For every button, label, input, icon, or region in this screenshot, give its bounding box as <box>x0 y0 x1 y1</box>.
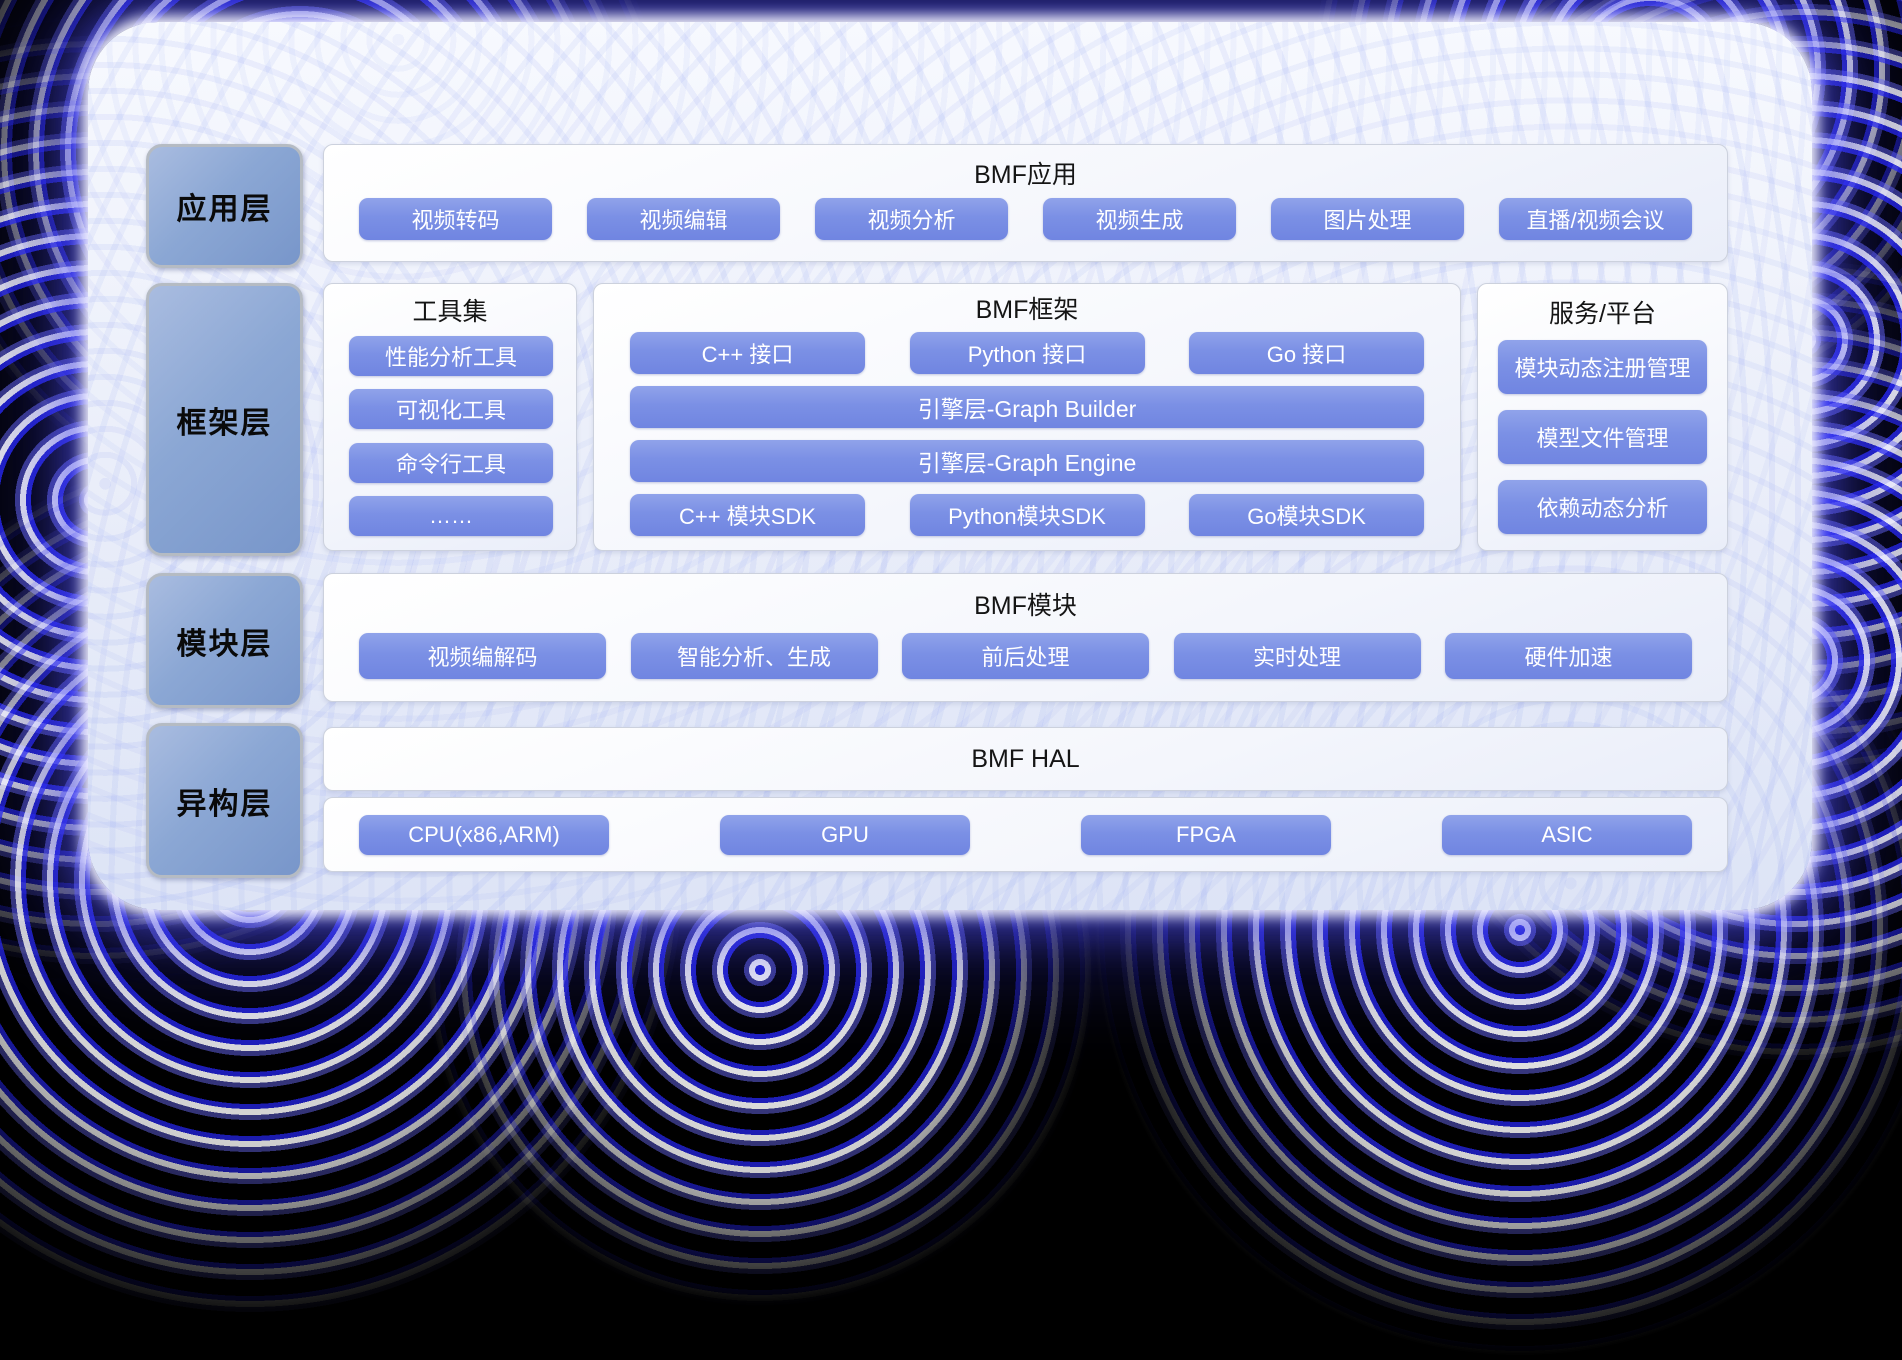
chip-go-module-sdk: Go模块SDK <box>1189 494 1424 536</box>
chip-gpu: GPU <box>720 814 970 855</box>
panel-bmf-modules: BMF模块 视频编解码 智能分析、生成 前后处理 实时处理 硬件加速 <box>323 573 1728 702</box>
panel-title-bmf-applications: BMF应用 <box>974 161 1077 189</box>
chip-fpga: FPGA <box>1081 814 1331 855</box>
panel-hardware: CPU(x86,ARM) GPU FPGA ASIC <box>323 797 1728 872</box>
panel-bmf-framework: BMF框架 C++ 接口 Python 接口 Go 接口 引擎层-Graph B… <box>593 283 1461 551</box>
chip-video-codec: 视频编解码 <box>359 632 606 679</box>
layer-label-module: 模块层 <box>146 573 303 708</box>
services-chip-column: 模块动态注册管理 模型文件管理 依赖动态分析 <box>1498 340 1707 534</box>
layer-label-framework: 框架层 <box>146 283 303 556</box>
chip-model-file-management: 模型文件管理 <box>1498 410 1707 464</box>
toolset-chip-column: 性能分析工具 可视化工具 命令行工具 …… <box>349 336 553 536</box>
sdk-row: C++ 模块SDK Python模块SDK Go模块SDK <box>630 494 1424 536</box>
chip-performance-analysis-tool: 性能分析工具 <box>349 336 553 376</box>
chip-video-edit: 视频编辑 <box>587 198 780 240</box>
panel-bmf-applications: BMF应用 视频转码 视频编辑 视频分析 视频生成 图片处理 直播/视频会议 <box>323 144 1728 262</box>
framework-grid: C++ 接口 Python 接口 Go 接口 引擎层-Graph Builder… <box>630 332 1424 536</box>
panel-services-platform: 服务/平台 模块动态注册管理 模型文件管理 依赖动态分析 <box>1477 283 1728 551</box>
chip-module-dynamic-registration: 模块动态注册管理 <box>1498 340 1707 394</box>
panel-bmf-hal: BMF HAL <box>323 727 1728 791</box>
layer-label-application: 应用层 <box>146 144 303 268</box>
chip-pre-post-processing: 前后处理 <box>902 632 1149 679</box>
chip-dependency-dynamic-analysis: 依赖动态分析 <box>1498 480 1707 534</box>
chip-video-transcode: 视频转码 <box>359 198 552 240</box>
chip-more-tools: …… <box>349 495 553 536</box>
chip-video-generation: 视频生成 <box>1043 198 1236 240</box>
panel-title-toolset: 工具集 <box>412 298 488 326</box>
chip-asic: ASIC <box>1442 814 1692 855</box>
chip-ai-analysis-generation: 智能分析、生成 <box>630 632 878 679</box>
layer-label-heterogeneous: 异构层 <box>146 723 303 878</box>
chip-live-video-conference: 直播/视频会议 <box>1499 198 1692 240</box>
chip-image-processing: 图片处理 <box>1271 198 1464 240</box>
chip-go-api: Go 接口 <box>1189 332 1424 374</box>
chip-video-analysis: 视频分析 <box>815 198 1008 240</box>
chip-realtime-processing: 实时处理 <box>1173 632 1421 679</box>
chip-cpp-module-sdk: C++ 模块SDK <box>630 494 865 536</box>
app-chip-row: 视频转码 视频编辑 视频分析 视频生成 图片处理 直播/视频会议 <box>359 195 1692 243</box>
chip-cpp-api: C++ 接口 <box>630 332 865 374</box>
chip-python-module-sdk: Python模块SDK <box>909 494 1145 536</box>
chip-python-api: Python 接口 <box>909 332 1145 374</box>
chip-engine-graph-builder: 引擎层-Graph Builder <box>630 386 1424 428</box>
chip-cli-tool: 命令行工具 <box>349 442 553 483</box>
panel-title-bmf-modules: BMF模块 <box>974 592 1077 620</box>
panel-title-bmf-hal: BMF HAL <box>971 744 1080 773</box>
chip-engine-graph-engine: 引擎层-Graph Engine <box>630 440 1424 482</box>
diagram-canvas: 应用层 框架层 模块层 异构层 BMF应用 视频转码 视频编辑 视频分析 视频生… <box>88 22 1812 910</box>
panel-toolset: 工具集 性能分析工具 可视化工具 命令行工具 …… <box>323 283 577 551</box>
chip-hardware-acceleration: 硬件加速 <box>1445 632 1692 679</box>
panel-title-services-platform: 服务/平台 <box>1549 300 1656 328</box>
chip-cpu: CPU(x86,ARM) <box>359 814 609 855</box>
interface-row: C++ 接口 Python 接口 Go 接口 <box>630 332 1424 374</box>
chip-visualization-tool: 可视化工具 <box>349 389 553 430</box>
panel-title-bmf-framework: BMF框架 <box>975 296 1079 324</box>
module-chip-row: 视频编解码 智能分析、生成 前后处理 实时处理 硬件加速 <box>359 628 1692 683</box>
